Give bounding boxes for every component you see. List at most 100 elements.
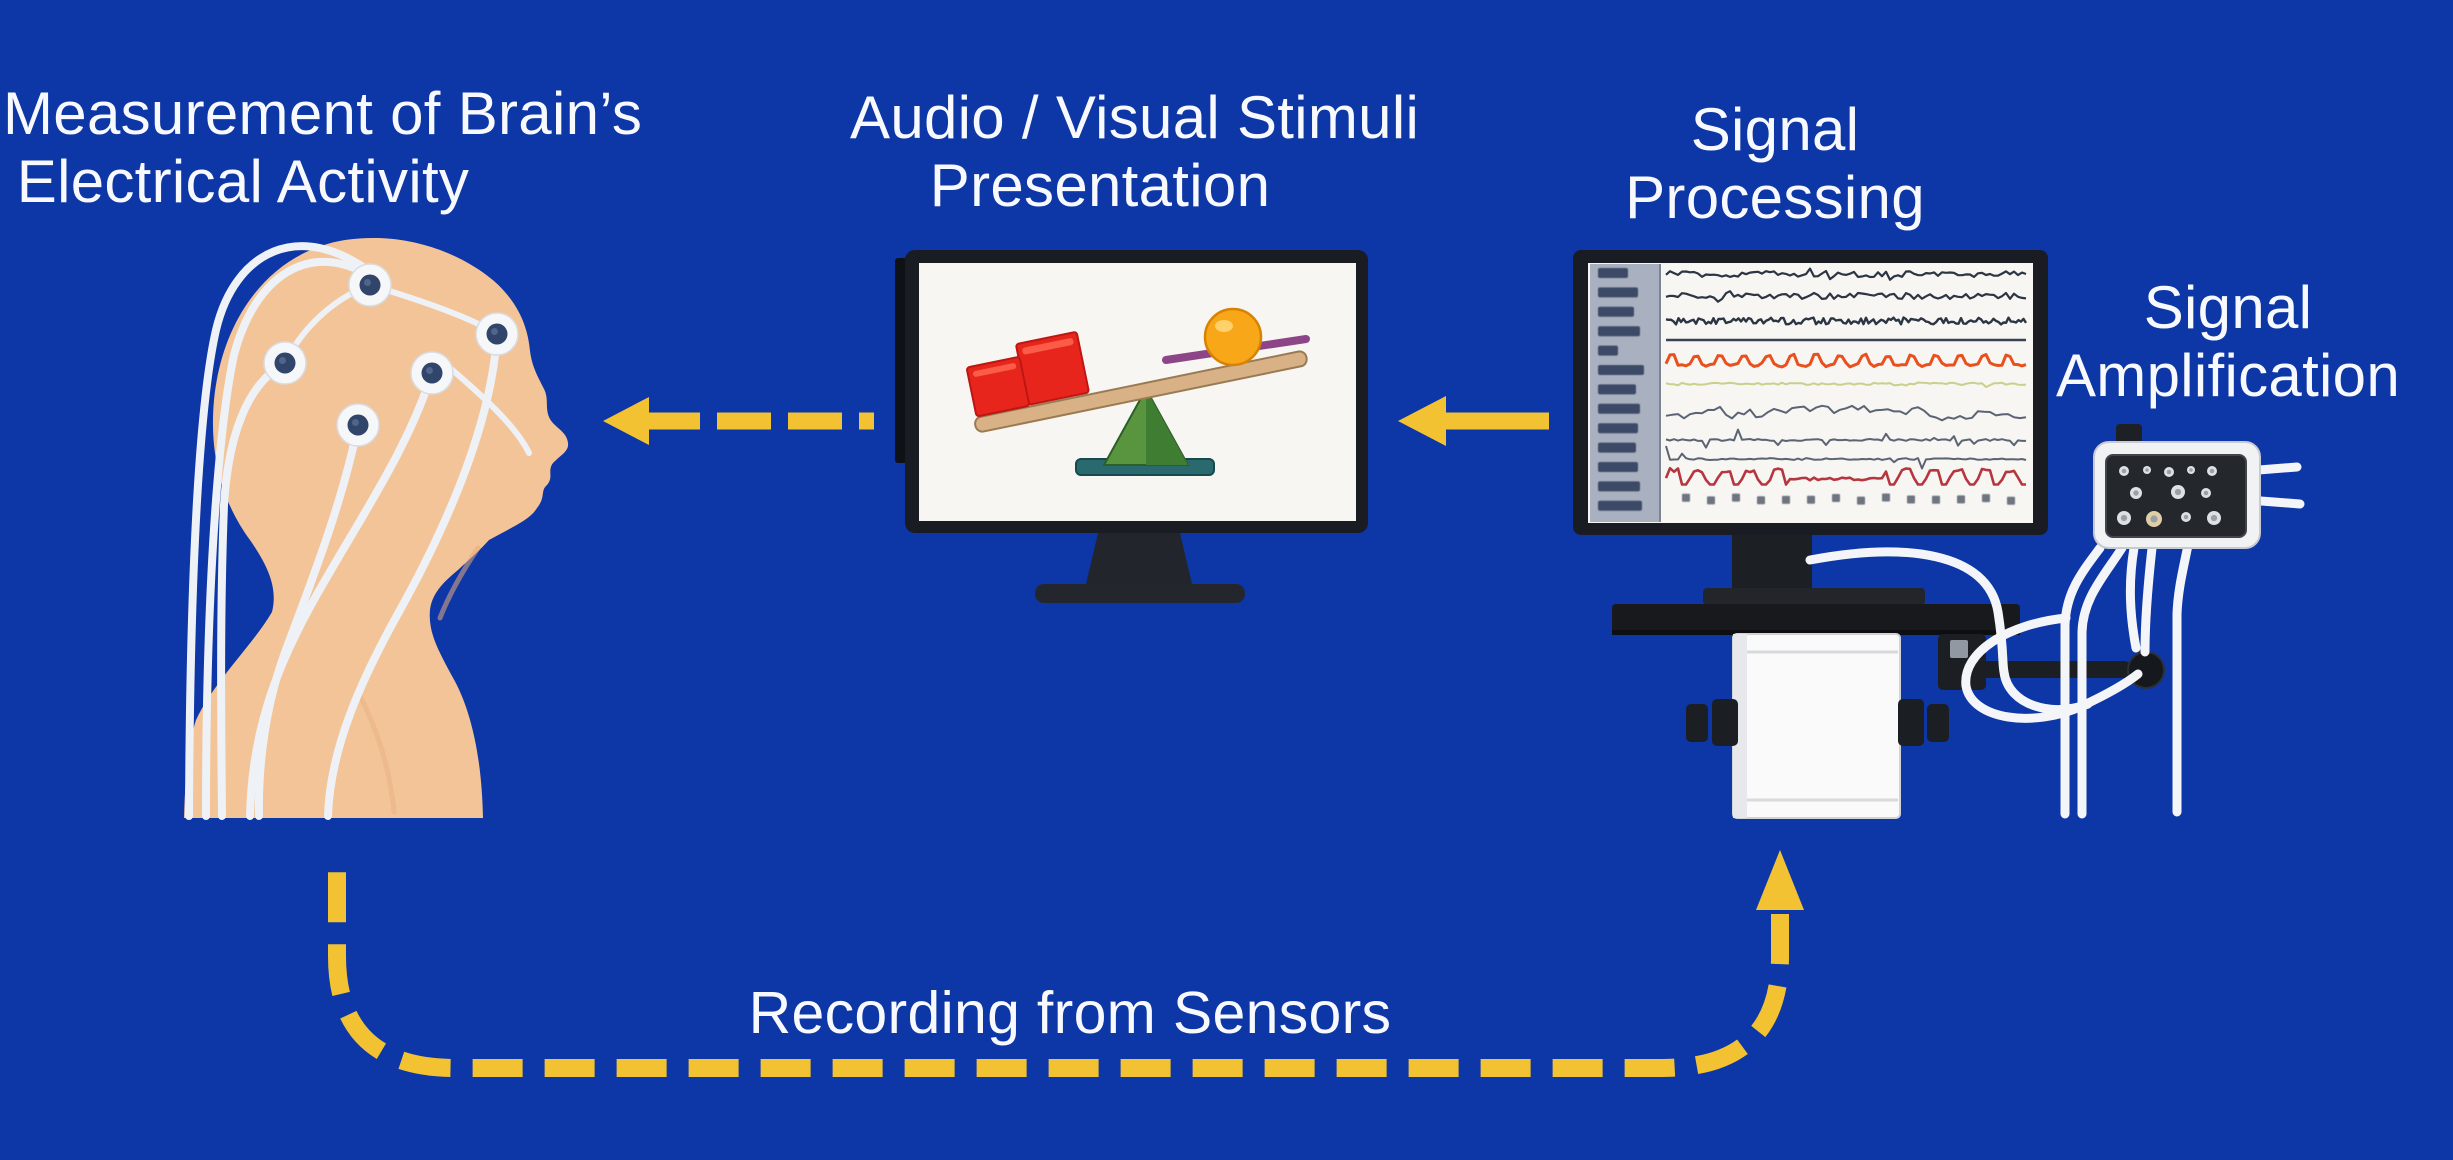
eeg-trace-ch8 <box>1665 428 2026 449</box>
electrode-core <box>486 323 508 345</box>
eeg-channel-label <box>1598 384 1636 395</box>
electrode-highlight <box>279 357 286 364</box>
recording-return-path <box>328 850 1804 1077</box>
electrode-highlight <box>364 279 371 286</box>
arrowhead-up-icon <box>1756 850 1804 910</box>
eeg-tick-label <box>1732 493 1740 502</box>
eeg-channel-label <box>1598 365 1644 375</box>
eeg-tick-label <box>1757 496 1765 505</box>
eeg-tick-label <box>1807 495 1815 504</box>
knob-left-outer <box>1686 704 1708 742</box>
arrow-stimuli-to-subject <box>603 397 874 445</box>
eeg-trace-ch6 <box>1665 381 2027 388</box>
amplifier-antenna-nub <box>2116 424 2142 446</box>
red-block-small-sheen <box>972 363 1017 377</box>
eeg-trace-ch3 <box>1665 316 2028 326</box>
label-amplification-line1: Signal <box>2143 274 2313 341</box>
eeg-channel-label <box>1598 306 1634 317</box>
eeg-tick-label <box>1907 495 1915 504</box>
eeg-tick-label <box>1882 493 1890 502</box>
eeg-channel-label <box>1598 462 1638 472</box>
eeg-channel-label <box>1598 423 1638 434</box>
amp-port-pin <box>2210 514 2218 522</box>
eeg-channel-label <box>1598 345 1618 356</box>
label-amplification-line2: Amplification <box>2055 342 2401 410</box>
orange-ball-highlight <box>1215 320 1233 332</box>
cart-shelf <box>1612 604 2020 634</box>
amp-port-pin <box>2150 515 2158 523</box>
label-processing-line1: Signal <box>1690 96 1860 163</box>
head-figure <box>184 237 569 820</box>
electrode-highlight <box>491 328 498 335</box>
label-measurement-line2: Electrical Activity <box>16 148 470 216</box>
seesaw-plank <box>974 350 1308 433</box>
cart-bracket-slot <box>1950 640 1968 658</box>
label-amplification: Signal Amplification <box>2016 274 2440 411</box>
eeg-tick-label <box>1932 495 1940 504</box>
red-block-large-sheen <box>1022 338 1074 355</box>
label-recording: Recording from Sensors <box>720 980 1420 1047</box>
eeg-trace-ch7 <box>1665 404 2027 422</box>
amp-port-pin <box>2209 468 2215 474</box>
eeg-electrodes <box>263 263 519 447</box>
eeg-channel-label <box>1598 500 1642 511</box>
head-shading-jaw <box>437 545 481 621</box>
paper-recorder-left-band <box>1733 634 1747 818</box>
eeg-tick-label <box>1982 494 1990 503</box>
eeg-channel-label <box>1598 481 1640 492</box>
amp-port-pin <box>2166 469 2172 475</box>
knob-left-inner <box>1712 699 1738 746</box>
eeg-traces <box>1664 267 2028 486</box>
eeg-tick-label <box>1957 495 1965 504</box>
eeg-channel-label <box>1598 442 1636 453</box>
label-stimuli-line2: Presentation <box>929 152 1271 220</box>
eeg-trace-ch10 <box>1664 466 2026 486</box>
amp-port-pin <box>2183 514 2189 520</box>
amp-port-pin <box>2121 468 2127 474</box>
arrow-processing-to-stimuli <box>1398 396 1549 446</box>
head-shading-chest <box>355 689 397 815</box>
processing-monitor-neck <box>1732 535 1812 590</box>
cart-shelf-lip <box>1612 630 2020 635</box>
eeg-tick-label <box>1782 495 1790 504</box>
electrode-core <box>359 274 381 296</box>
knob-right-inner <box>1898 699 1924 746</box>
electrode-highlight <box>426 367 433 374</box>
stimuli-monitor-base <box>1035 584 1245 603</box>
amp-port-pin <box>2133 490 2139 496</box>
electrode-highlight <box>352 419 359 426</box>
electrode-core <box>421 362 443 384</box>
eeg-time-ticks <box>1682 493 2015 505</box>
label-stimuli: Audio / Visual Stimuli Presentation <box>850 84 1419 221</box>
eeg-trace-ch9 <box>1665 445 2027 470</box>
eeg-channel-labels <box>1598 268 1644 511</box>
amp-port-pin <box>2189 468 2193 472</box>
electrode-core <box>274 352 296 374</box>
label-processing: Signal Processing <box>1565 96 1985 233</box>
arrowhead-left-icon <box>603 397 649 445</box>
label-measurement: Measurement of Brain’s Electrical Activi… <box>3 80 642 217</box>
amp-port-pin <box>2120 514 2128 522</box>
paper-recorder-box <box>1732 633 1901 819</box>
stimuli-monitor <box>895 250 1368 603</box>
eeg-trace-ch2 <box>1665 290 2027 303</box>
arrowhead-left-icon <box>1398 396 1446 446</box>
electrode-core <box>347 414 369 436</box>
knob-right-outer <box>1927 704 1949 742</box>
recording-dashed-path <box>328 858 1789 1077</box>
eeg-trace-ch1 <box>1665 267 2027 281</box>
swivel-arm <box>1980 661 2132 678</box>
eeg-channel-label <box>1598 268 1628 278</box>
eeg-channel-label <box>1598 326 1640 337</box>
processing-monitor <box>1573 250 2165 819</box>
amplifier-device <box>2093 424 2261 549</box>
label-processing-line2: Processing <box>1625 164 1925 232</box>
processing-monitor-pedestal <box>1703 588 1925 605</box>
amp-port-pin <box>2174 488 2182 496</box>
eeg-tick-label <box>2007 496 2015 505</box>
amplifier-cables <box>1805 462 2305 819</box>
eeg-trace-ch5 <box>1664 352 2027 369</box>
stimuli-monitor-neck <box>1086 533 1192 584</box>
